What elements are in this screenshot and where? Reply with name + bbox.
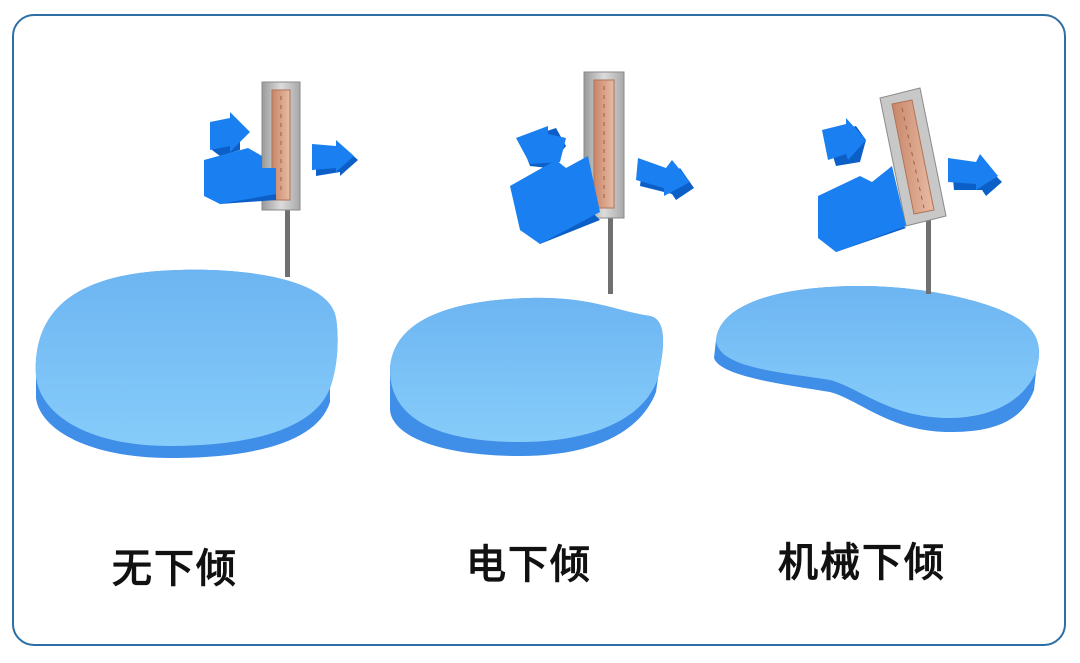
beam-arrows-mechanical-tilt bbox=[818, 118, 1002, 252]
label-mechanical-tilt: 机械下倾 bbox=[778, 540, 946, 586]
coverage-area-mechanical-tilt bbox=[714, 286, 1040, 432]
antenna-no-tilt bbox=[261, 81, 301, 277]
beam-arrows-no-tilt bbox=[204, 112, 358, 204]
coverage-top bbox=[35, 269, 338, 446]
panel-no-tilt bbox=[35, 81, 358, 458]
antenna-mast bbox=[608, 212, 613, 294]
antenna-elements bbox=[891, 99, 935, 215]
antenna-mast bbox=[926, 218, 931, 294]
coverage-area-electrical-tilt bbox=[390, 297, 664, 456]
coverage-top bbox=[716, 286, 1040, 418]
panel-electrical-tilt bbox=[390, 71, 694, 456]
antenna-mechanical-tilt bbox=[879, 87, 947, 294]
coverage-area-no-tilt bbox=[35, 269, 338, 458]
beam-arrows-electrical-tilt bbox=[510, 126, 694, 244]
label-no-tilt: 无下倾 bbox=[112, 546, 238, 592]
coverage-top bbox=[390, 297, 664, 442]
antenna-mast bbox=[285, 205, 290, 277]
panel-mechanical-tilt bbox=[714, 87, 1040, 432]
label-electrical-tilt: 电下倾 bbox=[466, 542, 592, 588]
